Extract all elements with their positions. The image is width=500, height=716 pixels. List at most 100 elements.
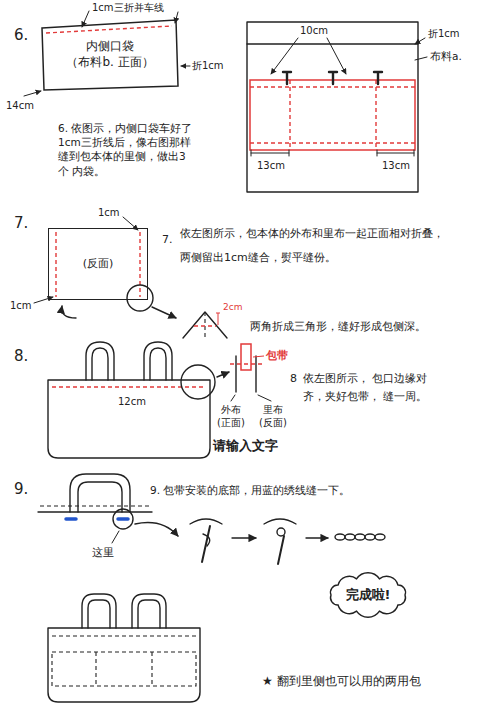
instruction-text: 两角折成三角形，缝好形成包侧深。 (250, 320, 426, 333)
step-number: 8 (290, 372, 297, 385)
fold-line (247, 43, 418, 44)
pin-symbol (283, 72, 291, 84)
callout-label: 这里 (92, 546, 114, 559)
stitch-line (139, 232, 140, 297)
needle-symbol (202, 526, 210, 562)
node-text: (反面) (83, 257, 114, 271)
stitch-line (52, 635, 196, 636)
instruction-text: 依左图所示，包本体的外布和里布一起正面相对折叠， 两侧留出1cm缝合，熨平缝份。 (180, 222, 450, 270)
pocket-band (52, 652, 196, 686)
dimension-label: 折1cm (192, 60, 224, 72)
bag-handle (70, 474, 130, 512)
stitch-note: 1cm三折并车线 (92, 2, 164, 14)
thread (203, 534, 210, 546)
chain-stitch (375, 534, 385, 540)
leader-line (415, 57, 427, 60)
step-number: 7. (162, 233, 173, 246)
step-number: 9. (14, 480, 28, 498)
bag-handle (138, 600, 160, 628)
cloud-outline (331, 573, 406, 618)
bag-handle (92, 348, 108, 380)
stitch-line (230, 363, 262, 364)
leader-line (231, 395, 235, 401)
stitch-line (40, 505, 150, 506)
bag-edge (38, 511, 152, 512)
caption-note: ★ 翻到里侧也可以用的两用包 (262, 674, 421, 688)
blue-stitch (118, 517, 128, 521)
detail-arrow (217, 372, 229, 377)
bag-handle (132, 594, 166, 628)
part-name: 包带 (266, 349, 288, 362)
instruction-text: 6. 依图示，内侧口袋车好了 1cm三折线后，像右图那样 缝到包本体的里侧，做出… (58, 121, 195, 178)
dimension-bracket (216, 313, 220, 325)
turn-arrow (62, 306, 76, 318)
chain-stitch (345, 534, 355, 540)
dimension-label: 1cm (10, 300, 32, 312)
bag-handle (82, 594, 116, 628)
dimension-label: 13cm (382, 160, 410, 172)
knot-symbol (277, 528, 285, 536)
placeholder-text: 请输入文字 (213, 438, 278, 454)
needle-symbol (278, 536, 284, 564)
chain-stitch (335, 534, 345, 540)
pocket-band (250, 80, 415, 150)
leader-arrow (181, 66, 190, 67)
dimension-label: 2cm (223, 302, 242, 313)
chain-stitch (355, 534, 365, 540)
pocket-outline (42, 20, 178, 90)
stitch-line (52, 386, 206, 387)
bag-handle (78, 482, 122, 512)
bag-body (48, 628, 200, 702)
dimension-bracket (251, 150, 289, 156)
step-arrow (232, 537, 256, 538)
detail-arrow (135, 523, 178, 537)
leader-line (112, 531, 119, 543)
node-text-group: 完成啦! (346, 587, 391, 604)
instruction-text: 依左图所示， 包口边缘对齐，夹好包带， 缝一周。 (303, 370, 443, 405)
detail-circle (127, 285, 153, 311)
thread (264, 519, 296, 524)
outer-fabric (235, 356, 236, 392)
bag-handle (150, 348, 166, 380)
leader-arrow (415, 38, 425, 44)
done-cloud: 完成啦! (325, 572, 411, 618)
node-text: 内侧口袋 (66, 39, 153, 55)
dimension-bracket (377, 150, 414, 156)
part-name: 里布 (反面) (256, 404, 290, 429)
thread (190, 519, 222, 524)
step-arrow (306, 537, 328, 538)
lining-fabric (255, 356, 256, 392)
part-name: 外布 (正面) (214, 404, 248, 429)
step-number: 7. (14, 214, 28, 232)
leader-arrow (24, 91, 41, 96)
node-text: 完成啦! (346, 587, 391, 604)
leader-arrow (34, 297, 53, 303)
stitch-line (194, 325, 216, 326)
stitch-line (375, 80, 376, 150)
strap-end (241, 344, 251, 370)
stitch-line (250, 86, 415, 87)
node-text-group: 内侧口袋（布料b. 正面） (66, 39, 153, 70)
chain-stitch (365, 534, 375, 540)
pin-symbol (329, 72, 337, 84)
dimension-label: 1cm (98, 207, 120, 219)
stitch-line (55, 232, 56, 297)
dimension-label: 13cm (257, 160, 285, 172)
leader-line (258, 395, 271, 401)
fabric-panel (247, 22, 418, 192)
dimension-label: 12cm (118, 396, 146, 408)
step-number: 6. (14, 26, 28, 44)
detail-circle (113, 509, 133, 529)
leader-line (253, 356, 264, 357)
detail-arrow (152, 307, 176, 318)
bag-handle (86, 342, 114, 380)
instruction-text: 9. 包带安装的底部，用蓝的绣线缝一下。 (150, 484, 350, 497)
leader-arrow (327, 38, 346, 74)
pocket-piece: 内侧口袋（布料b. 正面） (40, 18, 180, 92)
step-number: 8. (14, 347, 28, 365)
part-name: 布料a. (430, 50, 462, 63)
stitch-line (96, 652, 152, 686)
leader-arrow (271, 38, 298, 74)
